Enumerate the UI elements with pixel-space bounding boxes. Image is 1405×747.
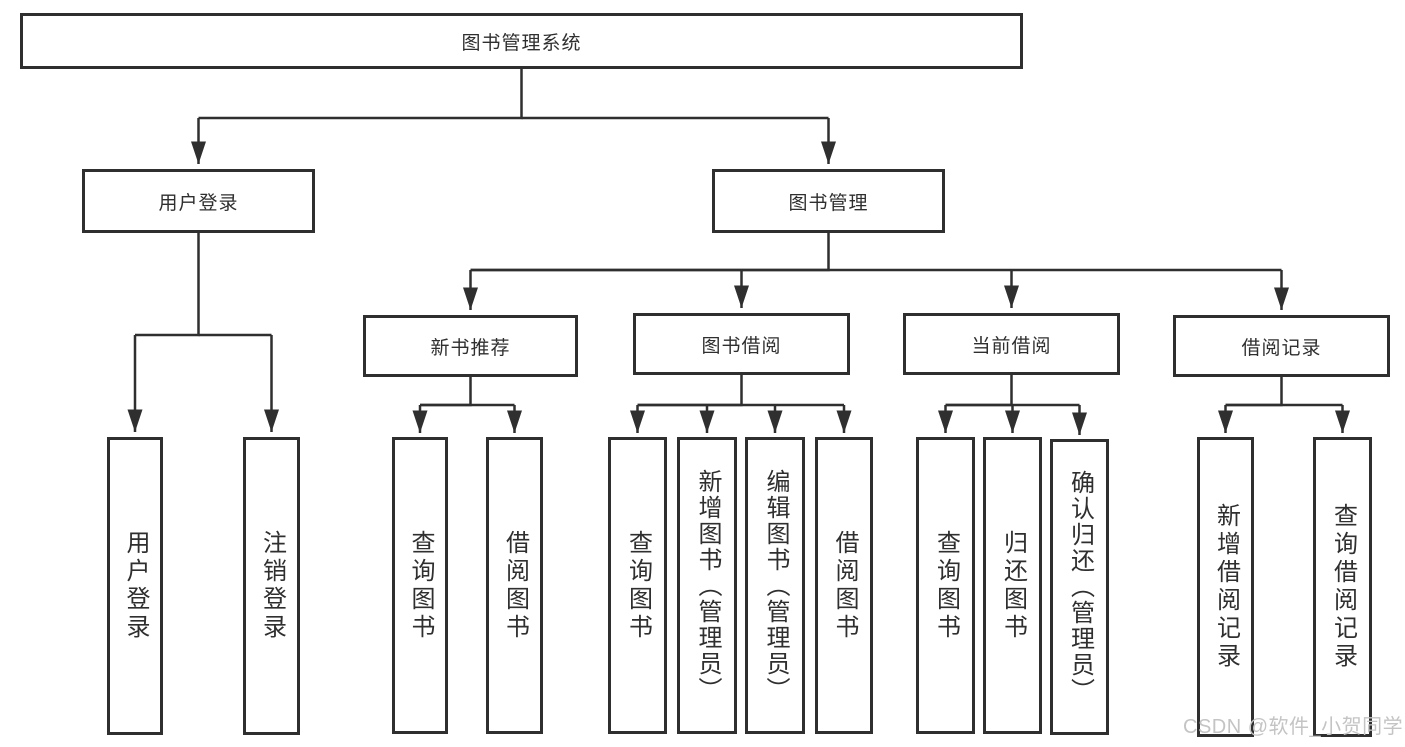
leaf-br-query-record: 查询借阅记录 [1313, 437, 1372, 737]
csdn-watermark: CSDN @软件_小贺同学 [1183, 716, 1404, 738]
node-user-login-label: 用户登录 [158, 192, 239, 214]
node-current-borrow: 当前借阅 [903, 313, 1120, 375]
leaf-bb-borrow-book-label: 借阅图书 [831, 529, 858, 642]
node-current-borrow-label: 当前借阅 [971, 335, 1052, 357]
node-new-book-rec-label: 新书推荐 [430, 337, 511, 359]
leaf-bb-query-book-label: 查询图书 [624, 529, 652, 642]
leaf-nr-query-book: 查询图书 [392, 437, 448, 734]
leaf-cb-query-book-label: 查询图书 [932, 529, 960, 642]
connector-borrow-records-bus [1225, 377, 1283, 407]
leaf-cb-query-book: 查询图书 [916, 437, 975, 734]
leaf-bb-add-book: 新增图书（管理员） [677, 437, 737, 734]
leaf-bb-borrow-book: 借阅图书 [815, 437, 873, 734]
leaf-cb-confirm-return-label: 确认归还（管理员） [1066, 470, 1094, 704]
leaf-bb-query-book: 查询图书 [608, 437, 667, 734]
connector-new-book-rec-bus [420, 377, 472, 407]
leaf-logout: 注销登录 [243, 437, 300, 735]
leaf-user-login: 用户登录 [107, 437, 163, 735]
node-book-mgmt: 图书管理 [712, 169, 945, 233]
leaf-nr-query-book-label: 查询图书 [407, 529, 434, 642]
node-root-label: 图书管理系统 [461, 32, 582, 54]
leaf-logout-label: 注销登录 [258, 530, 286, 642]
node-book-borrow: 图书借阅 [633, 313, 850, 375]
connector-user-login-bus [135, 233, 200, 337]
connector-root-bus [198, 69, 523, 120]
node-borrow-records-label: 借阅记录 [1241, 337, 1322, 359]
connector-book-mgmt-bus [470, 233, 830, 272]
connector-book-borrow-bus [637, 375, 743, 407]
node-book-borrow-label: 图书借阅 [701, 335, 782, 357]
leaf-nr-borrow-book-label: 借阅图书 [501, 529, 529, 642]
node-new-book-rec: 新书推荐 [363, 315, 578, 377]
leaf-user-login-label: 用户登录 [122, 530, 149, 642]
node-borrow-records: 借阅记录 [1173, 315, 1390, 377]
node-book-mgmt-label: 图书管理 [788, 192, 869, 214]
node-root: 图书管理系统 [20, 13, 1023, 69]
leaf-cb-return-book-label: 归还图书 [999, 529, 1027, 642]
node-user-login: 用户登录 [82, 169, 315, 233]
leaf-cb-confirm-return: 确认归还（管理员） [1050, 439, 1109, 735]
leaf-br-add-record-label: 新增借阅记录 [1212, 503, 1240, 671]
leaf-br-add-record: 新增借阅记录 [1197, 437, 1254, 737]
connector-current-borrow-bus [945, 375, 1013, 407]
leaf-bb-edit-book-label: 编辑图书（管理员） [762, 468, 789, 703]
leaf-bb-add-book-label: 新增图书（管理员） [694, 468, 721, 703]
leaf-nr-borrow-book: 借阅图书 [486, 437, 543, 734]
leaf-cb-return-book: 归还图书 [983, 437, 1042, 734]
leaf-br-query-record-label: 查询借阅记录 [1329, 503, 1357, 671]
leaf-bb-edit-book: 编辑图书（管理员） [745, 437, 805, 734]
